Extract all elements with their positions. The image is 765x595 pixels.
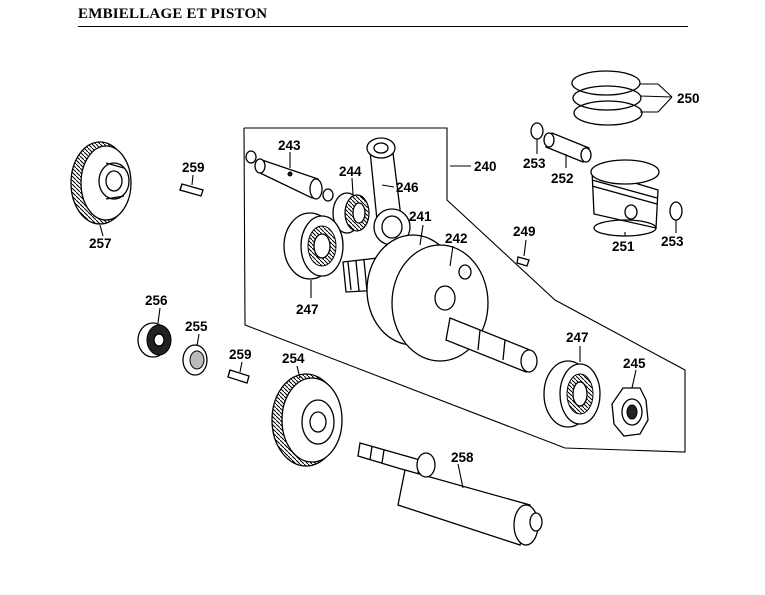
- label-242: 242: [445, 231, 468, 246]
- label-253-right: 253: [661, 234, 684, 249]
- part-249-woodruff-key: [516, 256, 530, 267]
- label-255: 255: [185, 319, 208, 334]
- part-251-piston: [590, 159, 660, 237]
- part-253-circlip-left: [530, 122, 544, 140]
- part-247-bearing-right: [543, 360, 601, 428]
- label-259-lower: 259: [229, 347, 252, 362]
- label-241: 241: [409, 209, 432, 224]
- label-253-left: 253: [523, 156, 546, 171]
- part-252-piston-pin: [543, 132, 592, 163]
- title-underline: [78, 26, 688, 27]
- part-250-piston-rings: [571, 70, 643, 126]
- part-259-key-top: [179, 183, 204, 197]
- label-240: 240: [474, 159, 497, 174]
- label-245: 245: [623, 356, 646, 371]
- part-255-washer: [182, 344, 208, 376]
- part-247-bearing-left: [283, 212, 344, 280]
- label-246: 246: [396, 180, 419, 195]
- page-title: EMBIELLAGE ET PISTON: [78, 6, 268, 22]
- part-241-242-crankshaft: [342, 234, 538, 373]
- label-249: 249: [513, 224, 536, 239]
- label-254: 254: [282, 351, 305, 366]
- label-258: 258: [451, 450, 474, 465]
- part-243-crank-pin: [245, 150, 334, 202]
- part-256-nut: [137, 322, 172, 358]
- label-259-top: 259: [182, 160, 205, 175]
- label-252: 252: [551, 171, 574, 186]
- label-243: 243: [278, 138, 301, 153]
- label-247-left: 247: [296, 302, 319, 317]
- part-number-labels: 257 259 243 244 246 240 241 242 247 249 …: [89, 91, 700, 465]
- part-258-balancer-shaft: [357, 442, 543, 546]
- label-256: 256: [145, 293, 168, 308]
- label-250: 250: [677, 91, 700, 106]
- part-257-gear: [70, 141, 132, 225]
- part-244-needle-bearing: [332, 192, 370, 234]
- part-259-key-lower: [227, 369, 250, 384]
- part-253-circlip-right: [669, 201, 683, 221]
- part-254-gear: [271, 373, 343, 467]
- label-247-right: 247: [566, 330, 589, 345]
- part-246-connecting-rod: [366, 137, 411, 246]
- part-245-sprocket: [611, 387, 649, 437]
- crankshaft-assembly-outline: [243, 127, 686, 453]
- label-257: 257: [89, 236, 112, 251]
- label-244: 244: [339, 164, 362, 179]
- leader-lines: [99, 83, 677, 489]
- label-251: 251: [612, 239, 635, 254]
